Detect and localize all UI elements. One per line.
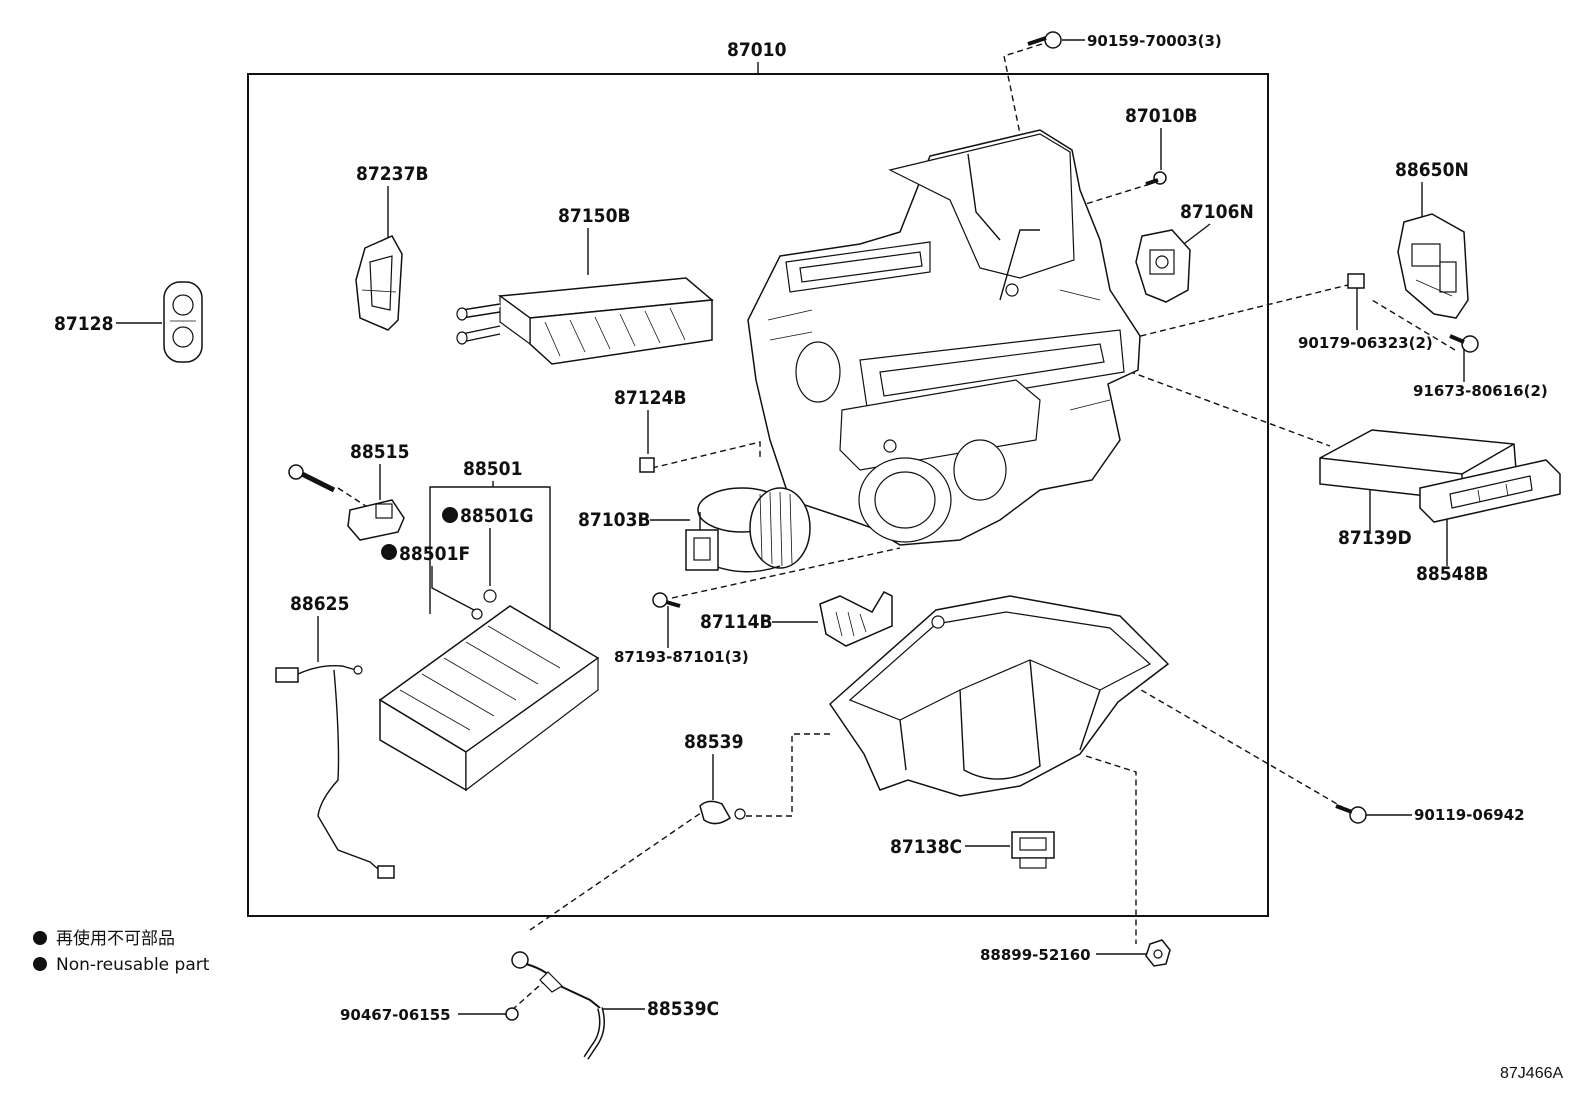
blower-motor-87103B[interactable] <box>685 487 811 573</box>
label-88501[interactable]: 88501 <box>463 458 522 480</box>
hvac-housing[interactable] <box>747 129 1141 546</box>
bolt-88515[interactable] <box>288 464 336 493</box>
legend-line-1: 再使用不可部品 <box>56 928 175 949</box>
label-87106N[interactable]: 87106N <box>1180 201 1254 223</box>
label-90159-70003[interactable]: 90159-70003(3) <box>1087 32 1222 50</box>
label-87150B[interactable]: 87150B <box>558 205 631 227</box>
hose-88539C[interactable] <box>511 951 605 1060</box>
label-87139D[interactable]: 87139D <box>1338 527 1412 549</box>
label-88650N[interactable]: 88650N <box>1395 159 1469 181</box>
legend-bullet-2 <box>33 957 47 971</box>
clip-90179-06323[interactable] <box>1347 273 1365 289</box>
label-87124B[interactable]: 87124B <box>614 387 687 409</box>
screw-90119-06942[interactable] <box>1335 804 1367 824</box>
retainer-87114B[interactable] <box>819 591 893 647</box>
label-87010B[interactable]: 87010B <box>1125 105 1198 127</box>
evaporator-88501[interactable] <box>378 605 600 792</box>
grommet-87128[interactable] <box>163 281 203 363</box>
nut-88899-52160[interactable] <box>1145 939 1171 967</box>
label-88501F[interactable]: 88501F <box>399 543 470 565</box>
screw-87193-87101[interactable] <box>652 592 681 608</box>
label-87103B[interactable]: 87103B <box>578 509 651 531</box>
label-88548B[interactable]: 88548B <box>1416 563 1489 585</box>
bracket-87237B[interactable] <box>355 235 403 331</box>
label-88539C[interactable]: 88539C <box>647 998 719 1020</box>
label-88539[interactable]: 88539 <box>684 731 743 753</box>
label-90179-06323[interactable]: 90179-06323(2) <box>1298 334 1433 352</box>
thermistor-88625[interactable] <box>275 664 395 879</box>
resistor-87138C[interactable] <box>1011 831 1055 869</box>
label-87128[interactable]: 87128 <box>54 313 113 335</box>
label-87193-87101[interactable]: 87193-87101(3) <box>614 648 749 666</box>
label-88501G[interactable]: 88501G <box>460 505 534 527</box>
legend-bullet-1 <box>33 931 47 945</box>
label-87237B[interactable]: 87237B <box>356 163 429 185</box>
label-91673-80616[interactable]: 91673-80616(2) <box>1413 382 1548 400</box>
label-88625[interactable]: 88625 <box>290 593 349 615</box>
screw-90159-70003[interactable] <box>1027 31 1062 49</box>
bracket-88650N[interactable] <box>1397 213 1469 319</box>
clip-87124B[interactable] <box>639 457 655 473</box>
heater-core-87150B[interactable] <box>456 277 714 365</box>
label-88899-52160[interactable]: 88899-52160 <box>980 946 1091 964</box>
label-90119-06942[interactable]: 90119-06942 <box>1414 806 1525 824</box>
valve-88515[interactable] <box>347 499 405 541</box>
label-87010[interactable]: 87010 <box>727 39 787 61</box>
clip-90467-06155[interactable] <box>505 1007 519 1021</box>
servo-motor-87106N[interactable] <box>1135 229 1191 303</box>
screw-91673-80616[interactable] <box>1449 334 1479 353</box>
legend-line-2: Non-reusable part <box>56 955 210 975</box>
non-reusable-mark <box>381 544 397 560</box>
label-87114B[interactable]: 87114B <box>700 611 773 633</box>
o-ring-88501G[interactable] <box>483 589 497 603</box>
diagram-code: 87J466A <box>1500 1065 1563 1082</box>
sensor-88539[interactable] <box>699 800 746 825</box>
filter-cover-88548B[interactable] <box>1419 459 1561 523</box>
label-90467-06155[interactable]: 90467-06155 <box>340 1006 451 1024</box>
label-88515[interactable]: 88515 <box>350 441 409 463</box>
lower-case[interactable] <box>829 595 1170 797</box>
non-reusable-mark <box>442 507 458 523</box>
screw-87010B[interactable] <box>1145 171 1167 186</box>
o-ring-88501F[interactable] <box>471 608 483 620</box>
label-87138C[interactable]: 87138C <box>890 836 962 858</box>
